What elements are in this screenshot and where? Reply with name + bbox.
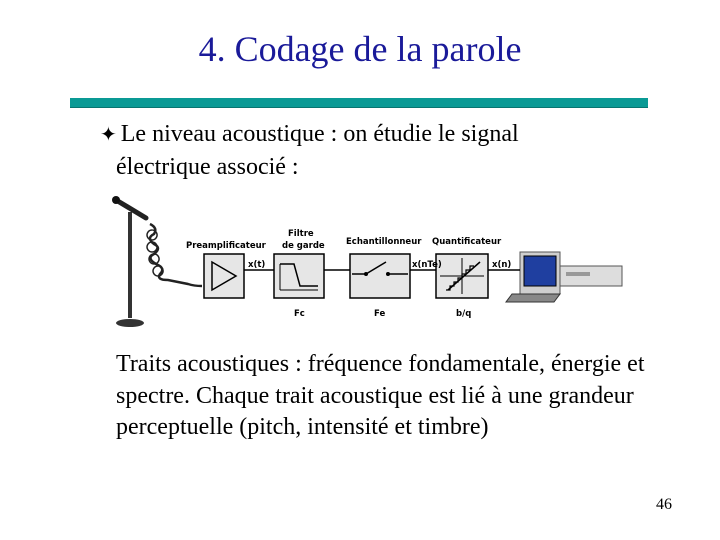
signal-xn-label: x(n) [492,260,511,270]
signal-xnte-label: x(nTe) [412,260,442,270]
page-number: 46 [656,496,672,513]
computer-icon [504,251,623,303]
preamp-block [203,253,245,299]
sampler-block [349,253,411,299]
bullet-item: ✦Le niveau acoustique : on étudie le sig… [100,118,660,183]
quantizer-block [435,253,489,299]
filter-label-line1: Filtre [288,229,314,239]
signal-xt-label: x(t) [248,260,265,270]
bits-label: b/q [456,309,471,319]
fc-label: Fc [294,309,305,319]
preamp-label: Preamplificateur [186,241,267,251]
bullet-text-line1: Le niveau acoustique : on étudie le sign… [120,121,519,147]
acoustic-features-paragraph: Traits acoustiques : fréquence fondament… [116,351,645,440]
quantizer-label: Quantificateur [432,237,502,247]
title-divider [70,98,648,108]
fe-label: Fe [374,309,385,319]
sampler-label: Echantillonneur [346,237,422,247]
slide-title: 4. Codage de la parole [198,29,522,69]
star-bullet-icon: ✦ [100,124,117,146]
acoustic-chain-diagram: Preamplificateur Filtre de garde Echanti… [112,196,623,327]
filter-block [273,253,325,299]
microphone-icon [112,196,203,327]
filter-label-line2: de garde [282,241,325,251]
bullet-text-line2: électrique associé : [116,154,299,180]
